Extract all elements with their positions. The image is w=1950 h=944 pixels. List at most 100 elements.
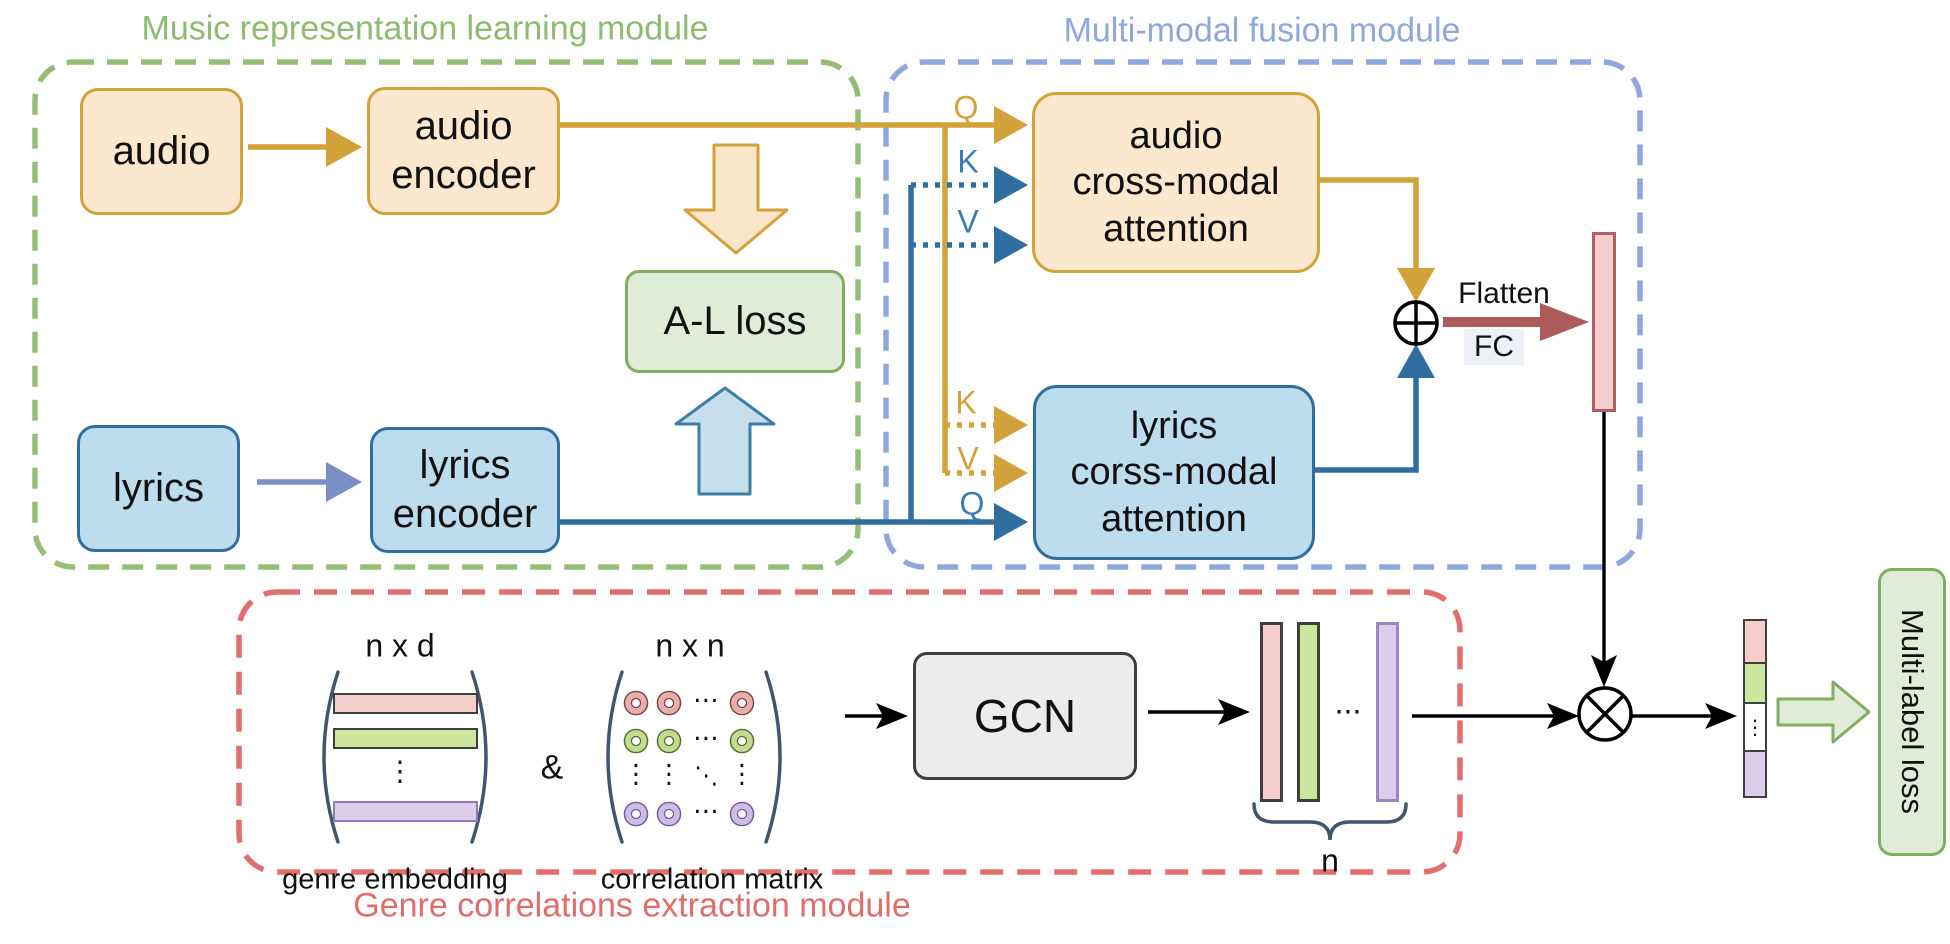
correlation-left-paren [606, 670, 624, 844]
embedding-left-paren [322, 670, 340, 844]
correlation-ring [656, 690, 682, 716]
correlation-ring [731, 730, 753, 752]
correlation-ring [625, 692, 647, 714]
audio-to-loss-block-arrow [683, 143, 789, 255]
gcn-output-arrowhead [1218, 699, 1250, 725]
module-borders [32, 59, 1643, 875]
embedding-vdots: ⋮ [386, 755, 414, 787]
multiply-operator-icon [1577, 686, 1633, 742]
correlation-ring [623, 728, 649, 754]
audio-v-label: V [957, 203, 979, 240]
matrix-brackets [322, 670, 1408, 844]
audio-k-label: K [957, 143, 979, 180]
corr-vdots-col4: ⋮ [729, 758, 755, 789]
audio-attention-line2: cross-modal [1072, 161, 1280, 204]
bars-hdots: ... [1334, 684, 1362, 721]
prediction-segment-pink [1743, 619, 1767, 664]
multi-label-loss-node: Multi-label loss [1878, 568, 1946, 856]
audio-attention-line1: audio [1129, 114, 1223, 157]
corr-cdots-row4: ⋯ [693, 795, 719, 826]
correlation-ring [658, 692, 680, 714]
correlation-ring [729, 728, 755, 754]
lyrics-attention-line2: corss-modal [1070, 451, 1278, 494]
lyrics-to-encoder-arrowhead [326, 462, 362, 502]
gcn-output-bar-2 [1297, 622, 1320, 802]
correlation-ring [623, 801, 649, 827]
correlation-matrix-rings [623, 690, 755, 827]
gcn-output-bar-n [1376, 622, 1399, 802]
corr-vdots-col2: ⋮ [656, 758, 682, 789]
correlation-ring [625, 730, 647, 752]
matrix-caption: correlation matrix [600, 863, 824, 896]
lyrics-v-arrowhead [994, 454, 1028, 492]
representation-module-title: Music representation learning module [141, 9, 709, 48]
bars-to-multiply-arrowhead [1547, 703, 1579, 729]
prediction-vector: ⋮ [1743, 619, 1767, 798]
lyrics-into-sum-arrowhead [1397, 344, 1435, 378]
lyrics-encoder-node: lyrics encoder [370, 427, 560, 553]
audio-cross-modal-attention-node: audio cross-modal attention [1032, 92, 1320, 273]
audio-encoder-node: audio encoder [367, 87, 560, 215]
embedding-caption: genre embedding [282, 863, 508, 896]
lyrics-cross-modal-attention-node: lyrics corss-modal attention [1033, 385, 1315, 560]
embedding-dim-label: n x d [365, 627, 435, 664]
genre-module-title: Genre correlations extraction module [353, 886, 911, 925]
lyrics-q-label: Q [959, 485, 985, 522]
correlation-ring [656, 728, 682, 754]
correlation-ring [731, 803, 753, 825]
ampersand-label: & [540, 748, 564, 787]
correlation-ring [729, 801, 755, 827]
correlation-ring [663, 808, 675, 820]
fused-vector-down-arrowhead [1591, 655, 1617, 687]
lyrics-v-label: V [957, 440, 979, 477]
corr-cdots-row1: ⋯ [693, 684, 719, 715]
lyrics-attention-line3: attention [1101, 497, 1247, 540]
lyrics-flow-connectors [560, 166, 1435, 541]
sum-operator-icon [1393, 300, 1439, 346]
correlation-right-paren [764, 670, 782, 844]
correlation-ring [658, 803, 680, 825]
flatten-fc-arrow [1443, 303, 1589, 341]
lyrics-to-loss-block-arrow [674, 386, 776, 496]
audio-q-arrowhead [994, 106, 1028, 144]
audio-q-label: Q [953, 89, 979, 126]
corr-cdots-row2: ⋯ [693, 722, 719, 753]
audio-v-arrowhead [994, 226, 1028, 264]
correlation-ring [736, 697, 748, 709]
lyrics-attention-output-elbow [1315, 376, 1419, 473]
correlation-ring [630, 697, 642, 709]
fc-label: FC [1464, 329, 1524, 365]
black-connectors [845, 412, 1737, 729]
correlation-ring [625, 803, 647, 825]
prediction-segment-green [1743, 662, 1767, 704]
audio-attention-output-elbow [1320, 177, 1419, 272]
correlation-ring [736, 808, 748, 820]
gcn-output-bar-1 [1260, 622, 1283, 802]
flatten-label: Flatten [1458, 277, 1550, 310]
correlation-ring [623, 690, 649, 716]
lyrics-attention-line1: lyrics [1130, 404, 1218, 447]
correlation-ring [729, 690, 755, 716]
correlation-ring [663, 735, 675, 747]
genre-embedding-row-n [333, 801, 478, 822]
gcn-node: GCN [913, 652, 1137, 780]
lyrics-node: lyrics [77, 425, 240, 552]
correlation-ring [731, 692, 753, 714]
prediction-segment-dots: ⋮ [1743, 702, 1767, 752]
audio-attention-line3: attention [1103, 207, 1249, 250]
correlation-ring [736, 735, 748, 747]
lyrics-k-arrowhead [994, 406, 1028, 444]
correlation-ring [663, 697, 675, 709]
corr-ddots: ⋱ [694, 762, 718, 790]
bars-brace [1252, 802, 1408, 841]
al-loss-node: A-L loss [625, 270, 845, 373]
corr-vdots-col1: ⋮ [623, 758, 649, 789]
genre-embedding-row-2 [333, 728, 478, 749]
correlation-ring [630, 808, 642, 820]
prediction-segment-purple [1743, 750, 1767, 798]
fusion-module-title: Multi-modal fusion module [1063, 11, 1461, 50]
genre-embedding-row-1 [333, 693, 478, 714]
fusion-module-border [883, 59, 1643, 570]
